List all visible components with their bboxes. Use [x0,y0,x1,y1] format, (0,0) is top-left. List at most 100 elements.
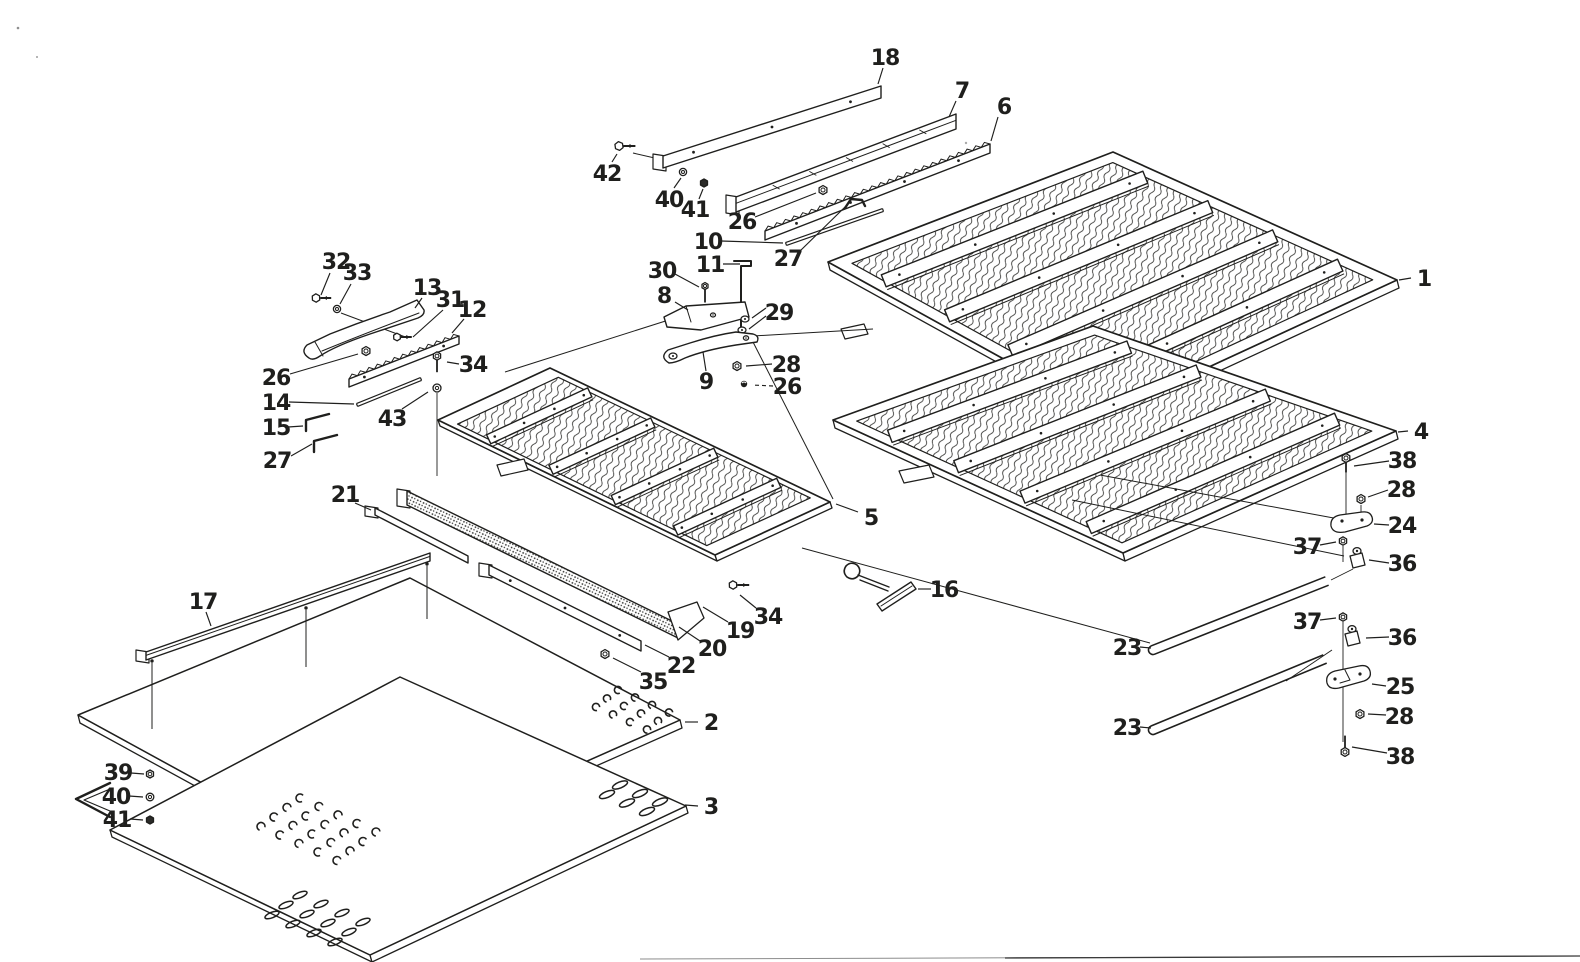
rail-12-hole [442,344,445,348]
sieve-panel-4-louver-rivet [1039,431,1043,435]
sieve-panel-5-louver-shadow [554,429,657,478]
rail-12-serration [348,333,460,380]
leader-line-32 [320,272,331,296]
part-label-28: 28 [1385,705,1414,730]
rail-7-tick [882,143,890,149]
pan-2-holes [282,802,292,813]
part-label-5: 5 [864,506,878,531]
leader-line-42 [611,153,618,163]
pan-2-holes [642,725,652,734]
sieve-panel-1-louver-bar [880,170,1149,288]
leader-line-7 [948,100,957,118]
leader-line-26 [289,353,359,375]
part-label-26: 26 [773,375,802,400]
pan-3-slots [313,899,329,909]
part-label-2: 2 [704,711,718,736]
part-label-40: 40 [102,785,131,810]
sieve-panel-5-louver-rivet [585,451,588,455]
sieve-panel-1-louver-rivet [1165,342,1169,345]
nut-37-top-bore [1340,538,1346,544]
part-label-36: 36 [1388,626,1417,651]
leader-line-40 [673,177,682,189]
pan-3-slots [327,937,343,947]
part-label-19: 19 [726,619,755,644]
sieve-panel-1-louver-rivet [1245,306,1249,309]
nut-35-bore [602,651,608,657]
rod-14 [356,377,421,405]
washer-40-bottom-bore [147,794,153,800]
elbow-36-bottom [1344,630,1361,647]
arm-9 [663,331,759,364]
rail-17-channel [145,555,431,656]
nut-28-right-top [1356,493,1366,505]
sieve-panel-4-louver-rivet [1112,403,1115,406]
leader-line-1 [1398,277,1412,281]
sieve-panel-4-louver-rivet [902,429,906,433]
mount-pin-head [150,659,154,663]
nut-37-top [1338,536,1348,546]
sieve-panel-4-louver-rivet [1113,351,1117,354]
nut-26-left-bore [363,348,369,354]
leader-line-30 [674,273,700,288]
bolt-34-bottom-head [728,580,738,590]
rail-17 [145,552,431,661]
washer-40-bottom [145,792,155,802]
leader-line-27 [290,443,313,457]
bracket-24 [1330,511,1374,534]
part-label-28: 28 [772,353,801,378]
bolt-38-bottom-head [1340,746,1350,758]
nut-28-right-top-bore [1358,496,1364,502]
rod-10 [785,208,883,244]
bolt-31 [392,332,402,342]
sieve-panel-4-louver-rivet [1251,399,1255,403]
part-label-32: 32 [322,250,351,275]
t-bolt-16-shaft [857,574,890,592]
leader-line-10 [720,240,784,244]
sieve-panel-1-louver-bar [943,199,1214,323]
washer-33 [332,304,342,314]
pan-3-slots [611,780,629,790]
part-label-17: 17 [189,590,218,615]
part-label-31: 31 [436,288,465,313]
leader-line-25 [1371,683,1387,687]
part-label-35: 35 [639,670,668,695]
scan-speck [964,141,968,145]
pan-2-holes [332,855,342,866]
assembly-line [1071,499,1345,557]
rail-7-tick [919,129,927,135]
assembly-line [752,328,874,337]
bracket-8-hole-center [712,314,714,316]
leader-line-38 [1351,746,1388,754]
rod-14 [357,379,422,407]
assembly-line [801,547,1151,644]
sieve-panel-4-louver-shadow [1092,427,1342,537]
pan-2-holes [647,700,657,710]
assembly-line [1285,649,1333,682]
rail-7 [735,113,957,213]
pan-2-holes [602,694,612,703]
pan-3-slots [306,928,322,938]
sieve-panel-1 [827,151,1400,424]
rail-7-channel [735,119,957,204]
sieve-panel-5-louver-bar [610,447,719,506]
angle-bracket [74,781,112,819]
sieve-panel-5-louver-rivet [645,424,649,427]
part-label-27: 27 [263,449,292,474]
leader-line-5 [835,503,859,513]
t-bolt-16-head [843,562,861,580]
rod-14-end [419,377,423,381]
sieve-panel-4-louver-rivet [1102,519,1106,523]
part-label-1: 1 [1417,267,1431,292]
part-label-29: 29 [765,301,794,326]
rod-10 [786,210,884,246]
bracket-24-hole [1360,518,1364,522]
pan-2-holes [307,829,317,839]
part-label-13: 13 [413,276,442,301]
part-label-37: 37 [1293,535,1322,560]
sieve-panel-4-louver-rivet [1182,375,1186,379]
part-label-24: 24 [1388,514,1417,539]
rod-14-end [355,403,359,407]
leader-lines-layer [128,67,1412,821]
